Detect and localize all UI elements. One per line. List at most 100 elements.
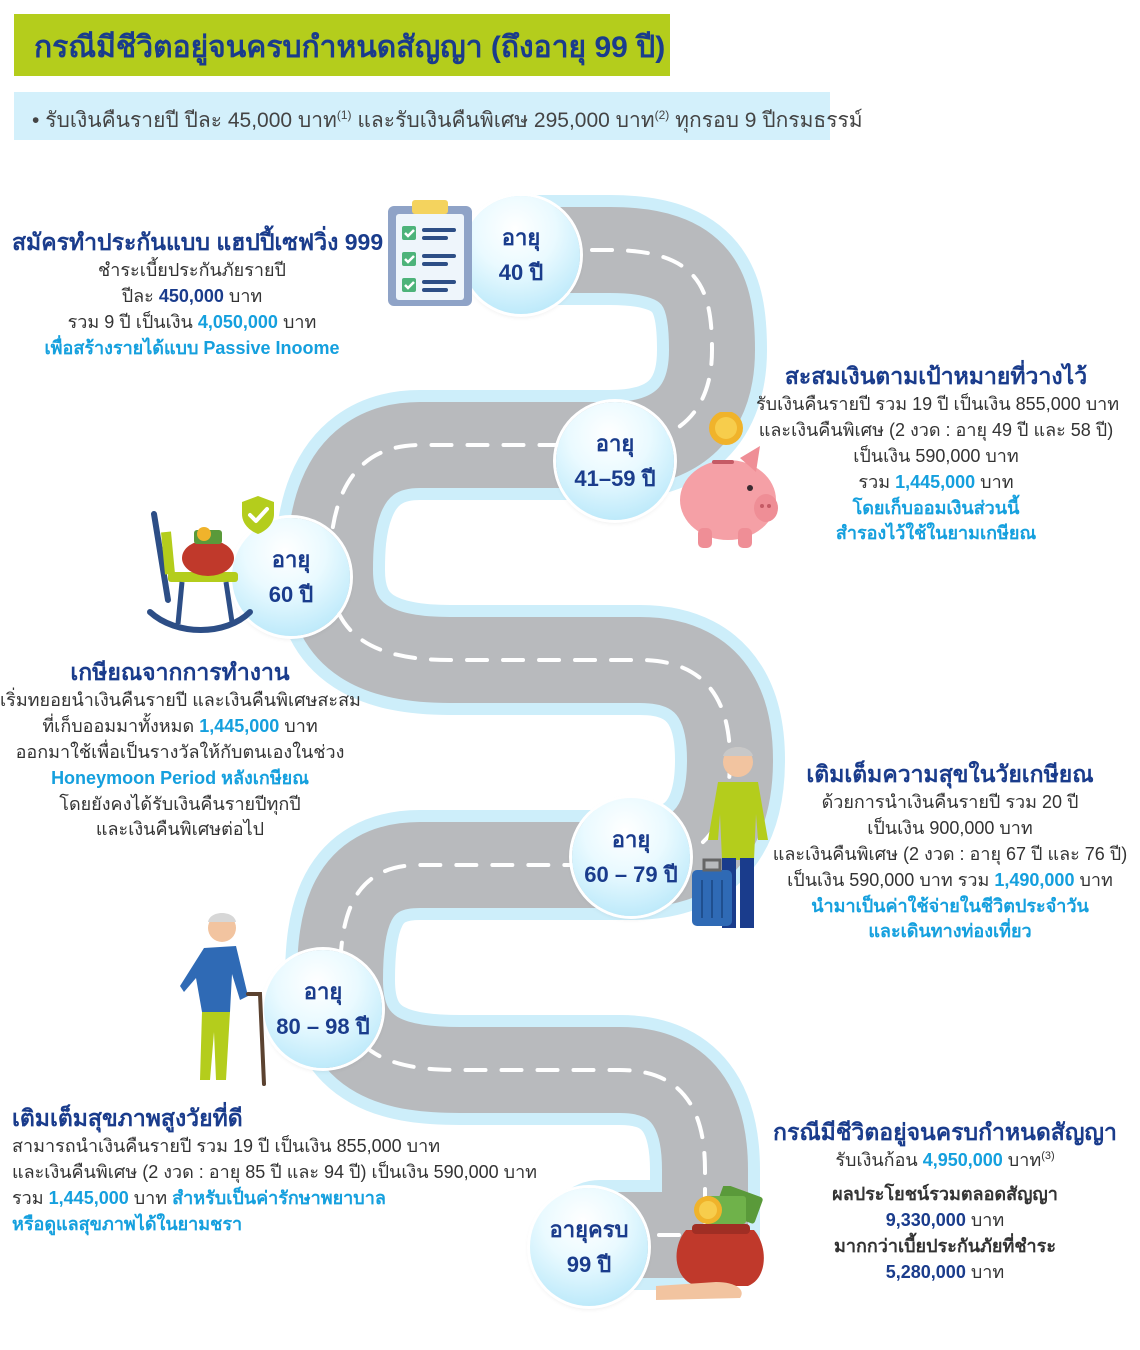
retire-line2: ที่เก็บออมมาทั้งหมด 1,445,000 บาท [0, 714, 360, 740]
text: บาท [965, 1261, 1005, 1282]
accumulate-line4: รวม 1,445,000 บาท [756, 470, 1116, 496]
milestone-age-40: อายุ 40 ปี [462, 196, 580, 314]
maturity-line2: ผลประโยชน์รวมตลอดสัญญา [832, 1183, 1058, 1204]
happy-line3: และเงินคืนพิเศษ (2 งวด : อายุ 67 ปี และ … [772, 843, 1128, 864]
text: บาท [223, 285, 263, 306]
retire-heading: เกษียณจากการทำงาน [70, 659, 290, 685]
text: รวม 9 ปี เป็นเงิน [67, 311, 198, 332]
health-line4: หรือดูแลสุขภาพได้ในยามชรา [12, 1213, 243, 1234]
shield-check-icon [242, 496, 274, 534]
milestone-age: 40 ปี [498, 260, 544, 285]
total-premium: 4,050,000 [197, 311, 278, 332]
accumulate-line1: รับเงินคืนรายปี รวม 19 ปี เป็นเงิน 855,0… [756, 393, 1120, 414]
retire-line4: Honeymoon Period หลังเกษียณ [51, 767, 309, 788]
text: บาท [277, 311, 317, 332]
retire-line6: และเงินคืนพิเศษต่อไป [95, 819, 265, 840]
milestone-label: อายุ [501, 224, 541, 250]
text: บาท [965, 1209, 1005, 1230]
money-bag-hand-icon [656, 1186, 764, 1300]
apply-section: สมัครทำประกันแบบ แฮปปี้เซฟวิ่ง 999 ชำระเ… [12, 228, 384, 362]
milestone-age-41-59: อายุ 41–59 ปี [556, 402, 674, 520]
maturity-line5: 5,280,000 บาท [770, 1260, 1120, 1286]
health-line2: และเงินคืนพิเศษ (2 งวด : อายุ 85 ปี และ … [12, 1161, 538, 1182]
bullet: • [32, 109, 40, 132]
elderly-man-with-cane-icon [180, 913, 266, 1086]
milestone-label: อายุ [595, 430, 635, 456]
apply-line1: ชำระเบี้ยประกันภัยรายปี [98, 259, 286, 280]
total-amount: 1,445,000 [48, 1187, 129, 1208]
accumulate-line2: และเงินคืนพิเศษ (2 งวด : อายุ 49 ปี และ … [758, 419, 1114, 440]
text: เป็นเงิน 590,000 บาท รวม [787, 869, 995, 890]
milestone-age: 41–59 ปี [574, 466, 656, 491]
apply-line2: ปีละ 450,000 บาท [12, 284, 372, 310]
traveler-with-suitcase-icon [692, 747, 768, 928]
net-gain: 5,280,000 [885, 1261, 966, 1282]
milestone-age-60: อายุ 60 ปี [232, 518, 350, 636]
happy-section: เติมเต็มความสุขในวัยเกษียณ ด้วยการนำเงิน… [768, 760, 1132, 945]
total-amount: 1,490,000 [994, 869, 1075, 890]
page-title: กรณีมีชีวิตอยู่จนครบกำหนดสัญญา (ถึงอายุ … [34, 31, 666, 64]
accumulate-line6: สำรองไว้ใช้ในยามเกษียณ [835, 523, 1037, 544]
milestone-age: 80 – 98 ปี [276, 1014, 370, 1039]
piggy-bank-icon [680, 412, 778, 548]
text: บาท [279, 715, 318, 736]
footnote-3: (3) [1041, 1149, 1055, 1162]
accumulate-section: สะสมเงินตามเป้าหมายที่วางไว้ รับเงินคืนร… [756, 362, 1120, 547]
apply-line3: รวม 9 ปี เป็นเงิน 4,050,000 บาท [12, 310, 372, 336]
happy-line1: ด้วยการนำเงินคืนรายปี รวม 20 ปี [821, 791, 1079, 812]
milestone-age: 60 – 79 ปี [584, 862, 678, 887]
total-amount: 1,445,000 [895, 471, 976, 492]
health-heading: เติมเต็มสุขภาพสูงวัยที่ดี [12, 1105, 243, 1131]
subtitle-part2: และรับเงินคืนพิเศษ 295,000 บาท [351, 109, 655, 132]
maturity-section: กรณีมีชีวิตอยู่จนครบกำหนดสัญญา รับเงินก้… [770, 1118, 1120, 1285]
subtitle-part1: รับเงินคืนรายปี ปีละ 45,000 บาท [45, 109, 337, 132]
apply-line4: เพื่อสร้างรายได้แบบ Passive Inoome [44, 337, 340, 358]
accumulate-line3: เป็นเงิน 590,000 บาท [853, 445, 1019, 466]
retire-section: เกษียณจากการทำงาน เริ่มทยอยนำเงินคืนรายป… [0, 658, 361, 843]
text: บาท [1074, 869, 1113, 890]
footnote-1: (1) [336, 108, 352, 122]
happy-line5: นำมาเป็นค่าใช้จ่ายในชีวิตประจำวัน [811, 895, 1089, 916]
accumulate-heading: สะสมเงินตามเป้าหมายที่วางไว้ [784, 363, 1088, 389]
lump-sum: 4,950,000 [922, 1149, 1003, 1170]
milestone-label: อายุ [611, 826, 651, 852]
retire-line5: โดยยังคงได้รับเงินคืนรายปีทุกปี [59, 793, 301, 814]
title-bar: กรณีมีชีวิตอยู่จนครบกำหนดสัญญา (ถึงอายุ … [14, 14, 670, 76]
text: รวม [858, 471, 896, 492]
accumulate-line5: โดยเก็บออมเงินส่วนนี้ [852, 497, 1020, 518]
text: รวม [12, 1187, 49, 1208]
apply-heading: สมัครทำประกันแบบ แฮปปี้เซฟวิ่ง 999 [12, 229, 384, 255]
total-benefit: 9,330,000 [885, 1209, 966, 1230]
happy-line6: และเดินทางท่องเที่ยว [868, 921, 1032, 942]
health-line3: รวม 1,445,000 บาท สำหรับเป็นค่ารักษาพยาบ… [12, 1186, 532, 1212]
text: บาท [128, 1187, 173, 1208]
maturity-line3: 9,330,000 บาท [770, 1208, 1120, 1234]
rocking-chair-icon [147, 511, 253, 633]
milestone-age-80-98: อายุ 80 – 98 ปี [264, 950, 382, 1068]
text: สำหรับเป็นค่ารักษาพยาบาล [172, 1187, 386, 1208]
happy-heading: เติมเต็มความสุขในวัยเกษียณ [806, 761, 1094, 787]
text: ที่เก็บออมมาทั้งหมด [42, 715, 200, 736]
milestone-age-60-79: อายุ 60 – 79 ปี [572, 798, 690, 916]
milestone-age-99: อายุครบ 99 ปี [530, 1188, 648, 1306]
maturity-line1: รับเงินก้อน 4,950,000 บาท(3) [770, 1148, 1120, 1174]
health-line1: สามารถนำเงินคืนรายปี รวม 19 ปี เป็นเงิน … [12, 1135, 441, 1156]
footnote-2: (2) [654, 108, 670, 122]
milestone-label: อายุ [303, 978, 343, 1004]
text: บาท [975, 471, 1014, 492]
milestone-label: อายุครบ [549, 1216, 629, 1242]
clipboard-checklist-icon [388, 200, 472, 306]
happy-line2: เป็นเงิน 900,000 บาท [867, 817, 1033, 838]
subtitle-part3: ทุกรอบ 9 ปีกรมธรรม์ [669, 109, 863, 132]
milestone-age: 60 ปี [268, 582, 314, 607]
maturity-line4: มากกว่าเบี้ยประกันภัยที่ชำระ [833, 1235, 1056, 1256]
maturity-heading: กรณีมีชีวิตอยู่จนครบกำหนดสัญญา [773, 1119, 1117, 1145]
retire-line3: ออกมาใช้เพื่อเป็นรางวัลให้กับตนเองในช่วง [15, 741, 345, 762]
subtitle-text: • รับเงินคืนรายปี ปีละ 45,000 บาท(1) และ… [32, 104, 863, 137]
milestone-age: 99 ปี [566, 1252, 612, 1277]
text: ปีละ [121, 285, 159, 306]
premium-amount: 450,000 [158, 285, 224, 306]
savings-amount: 1,445,000 [199, 715, 280, 736]
milestone-label: อายุ [271, 546, 311, 572]
